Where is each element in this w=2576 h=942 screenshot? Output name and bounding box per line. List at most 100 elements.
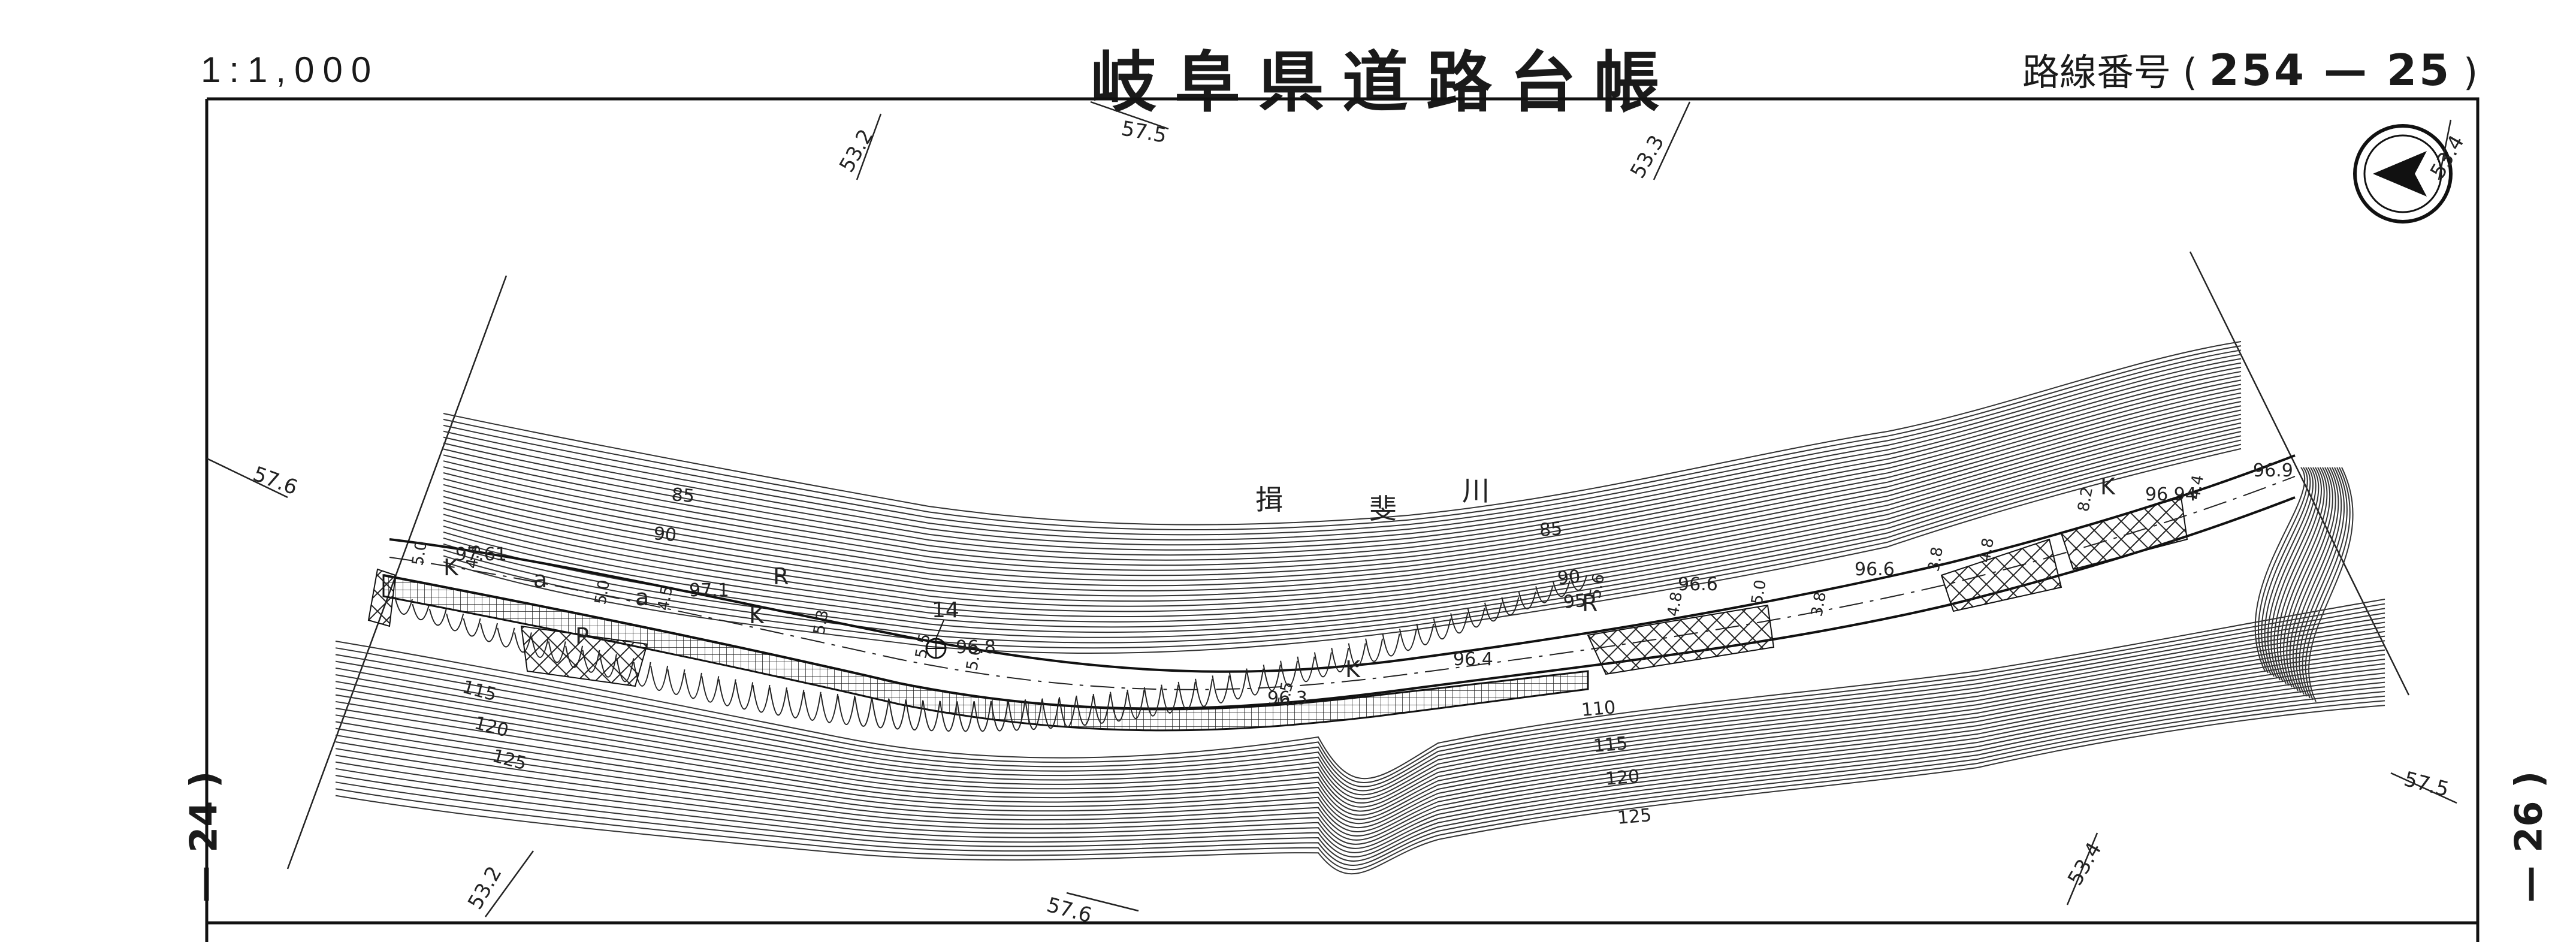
slope-scallop	[922, 701, 941, 732]
slope-scallop	[854, 697, 872, 727]
contour-line	[2276, 467, 2325, 684]
contour-line	[443, 345, 2242, 531]
road-code: K	[749, 602, 765, 629]
grid-label: 57.6	[250, 462, 301, 500]
river-name-layer: 揖斐川	[1255, 475, 1490, 525]
contour-line	[443, 358, 2242, 546]
contour-line	[2296, 467, 2342, 695]
sheet-boundary-right	[2189, 251, 2410, 696]
route-label: 路線番号	[2022, 50, 2172, 94]
elevation-value: 96.6	[1678, 574, 1718, 595]
road-code: K	[2100, 473, 2116, 500]
elevation-value: 97.1	[689, 580, 729, 601]
slope-scallop	[1331, 648, 1349, 672]
contour-line	[335, 672, 2385, 845]
slope-scallop	[939, 701, 958, 732]
slope-scallop	[701, 676, 720, 703]
slope-scallop	[786, 690, 805, 718]
contour-line	[335, 603, 2385, 783]
contour-label: 115	[1593, 733, 1629, 757]
slope-scallop	[1092, 693, 1111, 724]
slope-scallop	[1143, 687, 1162, 717]
contour-line	[335, 681, 2385, 853]
contour-line	[443, 443, 2242, 649]
contour-line	[443, 388, 2242, 581]
road-width: 3.8	[1925, 545, 1947, 573]
slope-scallop	[1110, 692, 1128, 722]
contour-line	[2283, 467, 2331, 688]
grid-tick	[1653, 101, 1691, 180]
slope-scallop	[1007, 700, 1026, 731]
slope-scallop	[769, 687, 787, 716]
contour-line	[335, 649, 2385, 825]
contour-line	[2254, 467, 2306, 672]
slope-scallop	[888, 699, 907, 730]
contour-label: 125	[490, 745, 529, 775]
road-code: a	[533, 566, 547, 593]
slope-scallop	[1280, 660, 1298, 687]
north-arrow-icon	[2353, 124, 2453, 224]
road-code: P	[575, 623, 589, 650]
contour-line	[335, 695, 2385, 866]
contour-line	[2299, 467, 2345, 697]
hatched-area-east-1	[1940, 538, 2062, 612]
slope-scallop	[820, 693, 839, 723]
river-name-char: 揖	[1255, 484, 1283, 516]
slope-scallop	[1041, 698, 1060, 729]
grid-label: 57.5	[1119, 116, 1168, 148]
road-code: R	[773, 563, 789, 590]
contour-line	[335, 659, 2385, 832]
contour-line	[335, 617, 2385, 796]
contour-line	[443, 431, 2242, 633]
contour-label: 120	[1605, 766, 1641, 790]
contour-line	[335, 705, 2385, 875]
slope-scallop	[1313, 652, 1332, 678]
slope-scallop	[837, 695, 856, 726]
slope-scallop	[1552, 580, 1571, 597]
contour-label: 85	[1539, 518, 1563, 541]
road-width: 5.3	[810, 608, 832, 636]
slope-scallop	[973, 701, 992, 732]
elevation-value: 96.6	[1855, 559, 1895, 580]
contour-label: 85	[671, 484, 695, 507]
contour-line	[2289, 467, 2336, 692]
road-code: R	[1582, 590, 1597, 617]
contour-line	[335, 612, 2385, 792]
contour-line	[335, 599, 2385, 780]
contour-line	[335, 654, 2385, 829]
grid-label: 53.4	[2426, 131, 2469, 183]
slope-scallop	[1195, 678, 1213, 707]
slope-scallop	[1450, 613, 1469, 634]
contour-line	[443, 401, 2242, 597]
contour-line	[2286, 467, 2333, 690]
contour-line	[335, 630, 2385, 808]
slope-scallop	[395, 599, 413, 615]
grid-tick	[1090, 101, 1169, 130]
contour-line	[443, 409, 2242, 607]
slope-scallop	[497, 627, 515, 648]
contour-line	[2264, 467, 2314, 677]
contour-line	[443, 379, 2242, 571]
contour-label: 95	[1563, 590, 1587, 613]
road-width: 4.4	[2185, 473, 2207, 501]
sheet-boundary-left	[286, 275, 508, 869]
elevation-value: 96.8	[956, 637, 996, 658]
contour-line	[2293, 467, 2339, 693]
contour-label: 90	[653, 523, 677, 546]
contour-line	[443, 413, 2242, 612]
route-open-paren: (	[2182, 50, 2197, 94]
contour-line	[335, 626, 2385, 804]
route-close-paren: )	[2463, 50, 2478, 94]
contour-line	[2261, 467, 2311, 675]
map-title: 岐阜県道路台帳	[1091, 44, 1678, 121]
elevation-value: 96.9	[2253, 460, 2293, 481]
road-width: 8.2	[2074, 485, 2097, 513]
grid-label: 53.2	[835, 125, 878, 177]
road-width: 3.8	[1808, 590, 1830, 618]
slope-scallop	[1382, 633, 1400, 657]
contour-line	[443, 341, 2242, 526]
slope-scallop	[1518, 591, 1536, 610]
contour-line	[2308, 467, 2354, 702]
